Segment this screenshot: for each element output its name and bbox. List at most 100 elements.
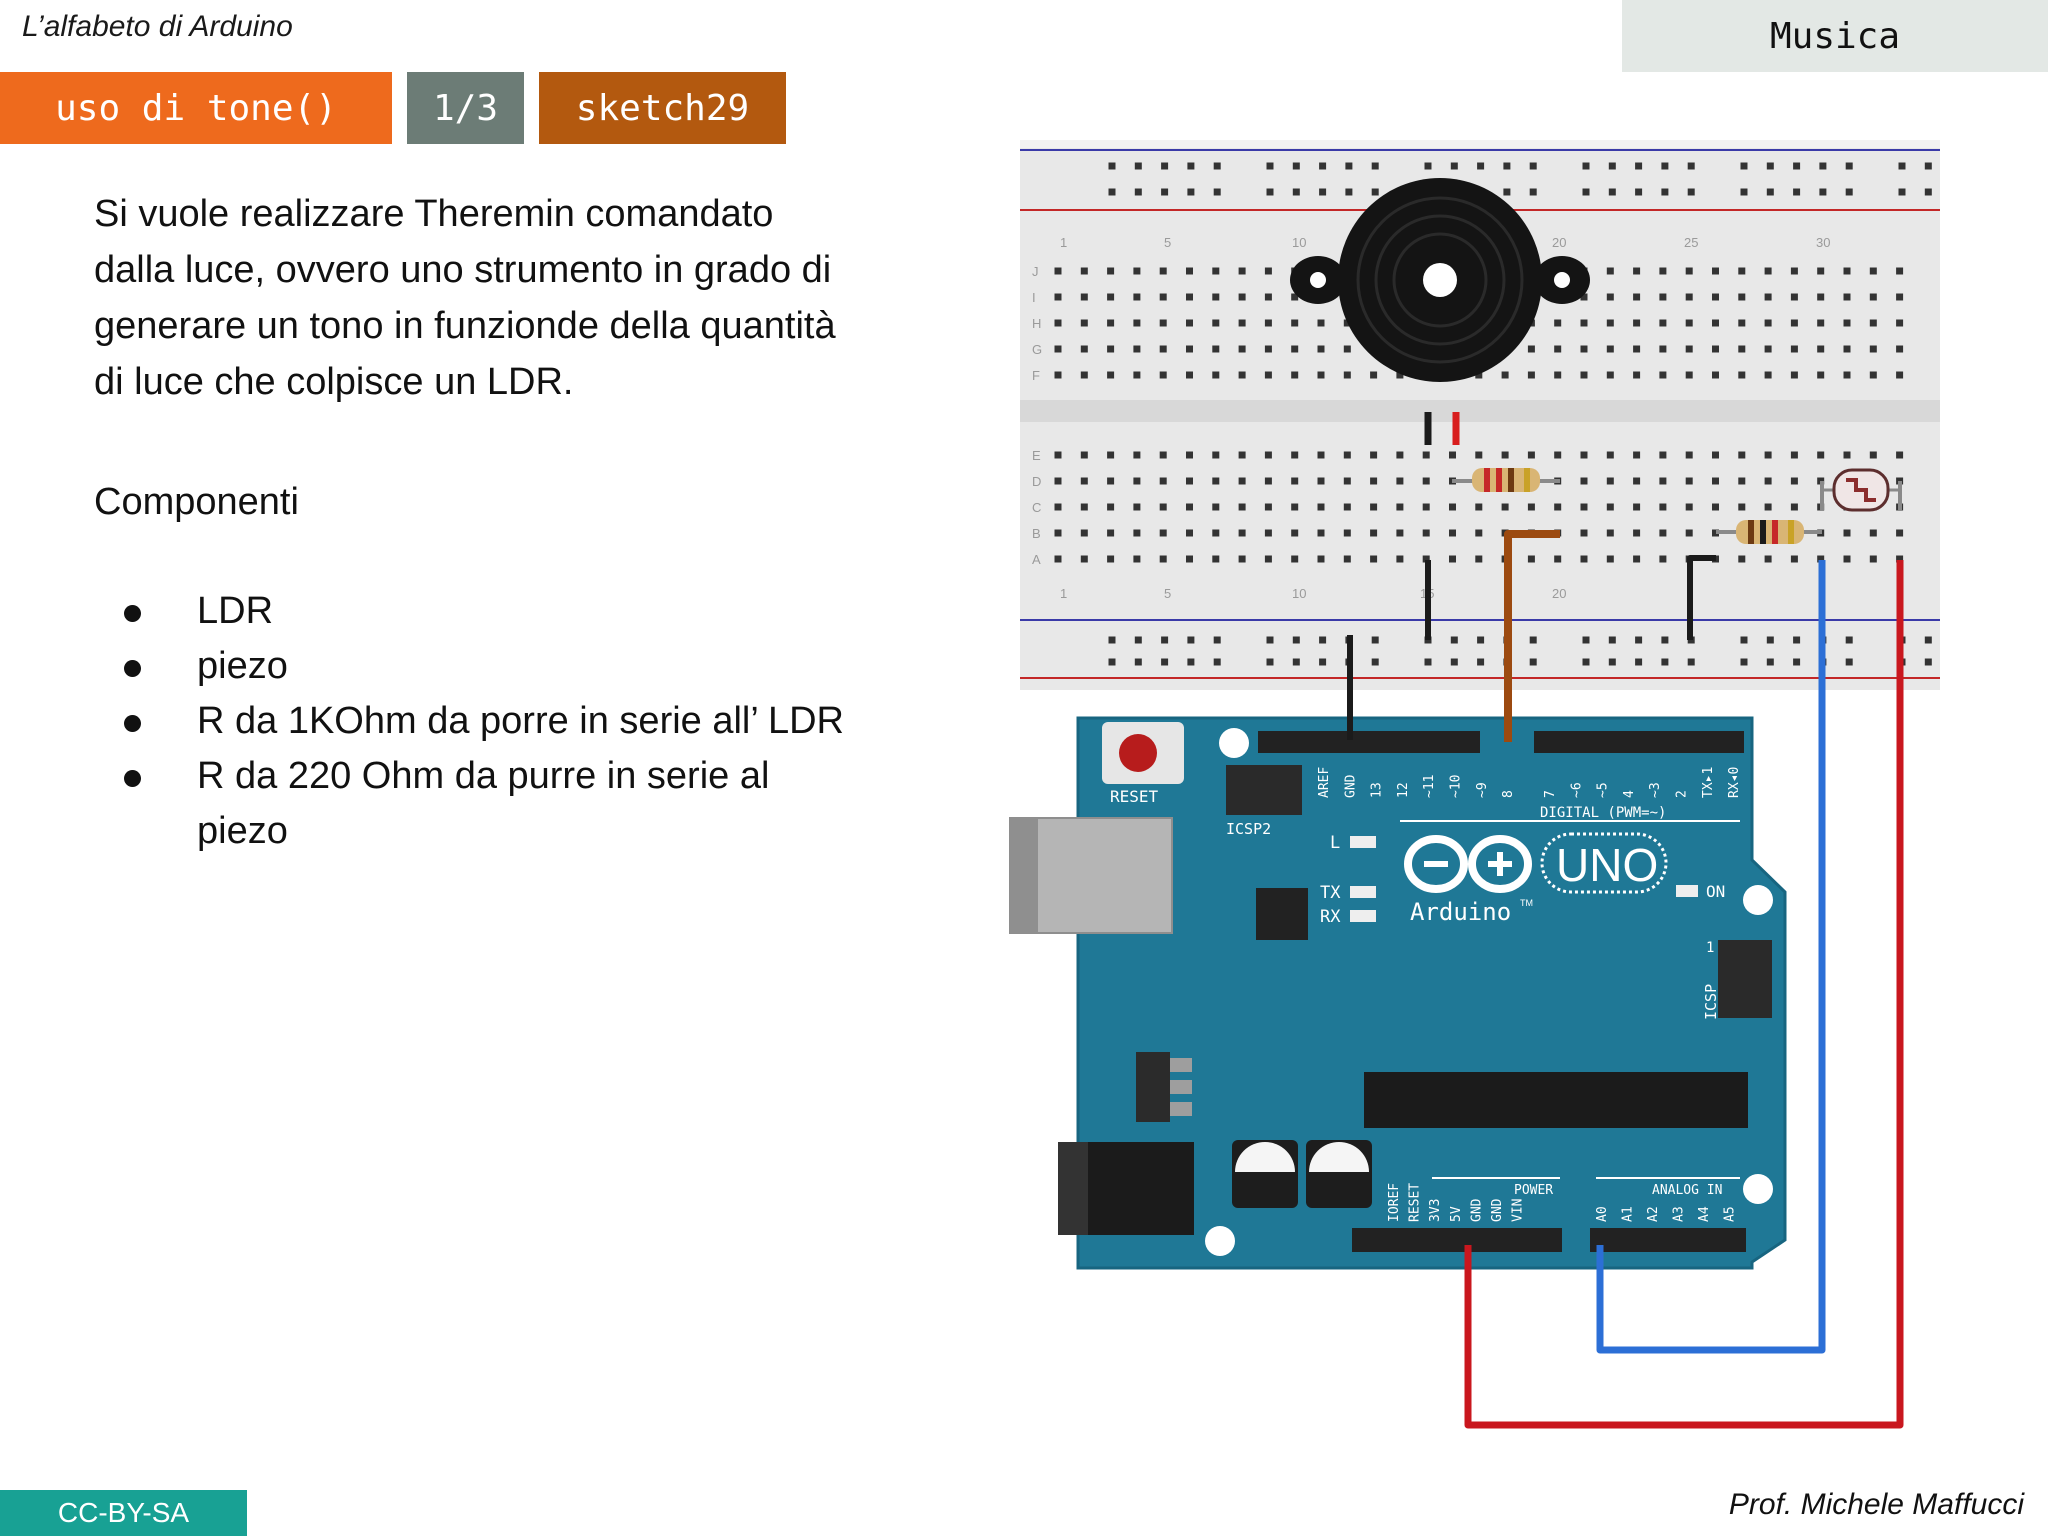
power-pin-label: VIN (1511, 1199, 1526, 1222)
digital-pin-label: ~6 (1569, 782, 1584, 798)
bullet-icon (124, 715, 141, 732)
row-label-f: F (1032, 368, 1040, 383)
digital-pin-label: 8 (1501, 790, 1516, 798)
row-label-g: G (1032, 342, 1042, 357)
mounting-hole (1743, 885, 1773, 915)
resistor-1k (1716, 520, 1822, 544)
mounting-hole (1205, 1226, 1235, 1256)
power-pin-label: IOREF (1387, 1183, 1402, 1222)
digital-pin-label: GND (1343, 774, 1358, 798)
chip-small (1256, 888, 1308, 940)
voltage-regulator (1136, 1052, 1170, 1122)
digital-header-left (1258, 731, 1480, 753)
analog-pin-label: A3 (1672, 1206, 1687, 1222)
col-label: 5 (1164, 235, 1171, 250)
analog-pin-label: A2 (1646, 1206, 1661, 1222)
deck-title: L’alfabeto di Arduino (22, 10, 293, 43)
topic-label: Musica (1622, 0, 2048, 72)
digital-pin-label: 2 (1675, 790, 1690, 798)
power-pin-label: GND (1490, 1198, 1505, 1222)
wire-pin8 (1504, 530, 1560, 742)
mounting-hole (1219, 728, 1249, 758)
trademark-label: TM (1520, 898, 1533, 908)
col-label: 30 (1816, 235, 1830, 250)
arduino-board: RESET ICSP2 (1009, 716, 1787, 1270)
row-label-d: D (1032, 474, 1041, 489)
row-label-j: J (1032, 264, 1039, 279)
digital-pin-label: 4 (1622, 790, 1637, 798)
led-rx (1350, 910, 1376, 922)
digital-header-right (1534, 731, 1744, 753)
power-pin-label: RESET (1408, 1183, 1423, 1222)
bullet-icon (124, 605, 141, 622)
analog-pin-label: A4 (1697, 1206, 1712, 1222)
row-label-a: A (1032, 552, 1041, 567)
power-header (1352, 1228, 1562, 1252)
icsp2-header (1226, 765, 1302, 815)
wire-a0 (1596, 560, 1826, 1354)
brand-label: Arduino (1410, 898, 1511, 926)
slide-content: Si vuole realizzare Theremin comandato d… (94, 186, 854, 859)
icsp-label: ICSP (1702, 984, 1720, 1020)
digital-pin-label: ~9 (1475, 782, 1490, 798)
sketch-tag: sketch29 (539, 72, 786, 144)
model-label: UNO (1556, 839, 1658, 891)
uno-badge (1540, 832, 1668, 894)
digital-pin-label: RX◂0 (1727, 767, 1742, 798)
led-l (1350, 836, 1376, 848)
col-label: 10 (1292, 235, 1306, 250)
digital-label: DIGITAL (PWM=~) (1540, 805, 1666, 821)
col-label: 1 (1060, 586, 1067, 601)
led-l-label: L (1330, 833, 1340, 853)
page-indicator: 1/3 (407, 72, 524, 144)
license-badge: CC-BY-SA (0, 1490, 247, 1536)
col-label: 20 (1552, 586, 1566, 601)
intro-paragraph: Si vuole realizzare Theremin comandato d… (94, 193, 836, 403)
lesson-tag: uso di tone() (0, 72, 392, 144)
components-list: LDR piezo R da 1KOhm da porre in serie a… (94, 584, 854, 859)
row-label-h: H (1032, 316, 1041, 331)
component-label: R da 1KOhm da porre in serie all’ LDR (197, 700, 844, 742)
wire-5v (1464, 560, 1904, 1429)
icsp-header (1718, 940, 1772, 1018)
power-label: POWER (1514, 1183, 1553, 1198)
power-pin-label: 5V (1449, 1206, 1464, 1222)
icsp-pin1-label: 1 (1706, 940, 1714, 956)
analog-pin-label: A1 (1621, 1206, 1636, 1222)
digital-pin-label: 13 (1370, 782, 1385, 798)
component-item: LDR (94, 584, 854, 639)
row-label-b: B (1032, 526, 1041, 541)
icsp2-label: ICSP2 (1226, 820, 1271, 838)
wires (1347, 530, 1904, 1429)
circuit-diagram: J I H G F E D C B A 1 5 10 15 20 25 30 1… (1009, 140, 1940, 1429)
digital-pin-label: ~3 (1648, 782, 1663, 798)
digital-pin-label: 7 (1543, 790, 1558, 798)
analog-in-label: ANALOG IN (1652, 1183, 1722, 1198)
on-label: ON (1706, 882, 1725, 901)
component-item: R da 220 Ohm da purre in serie al piezo (94, 749, 854, 859)
resistor-220 (1452, 468, 1560, 492)
ldr-sensor (1820, 468, 1902, 512)
component-item: R da 1KOhm da porre in serie all’ LDR (94, 694, 854, 749)
arduino-logo (1404, 835, 1532, 893)
component-label: LDR (197, 590, 274, 632)
row-label-c: C (1032, 500, 1041, 515)
digital-pin-label: 12 (1396, 782, 1411, 798)
analog-header (1590, 1228, 1746, 1252)
rx-label: RX (1320, 907, 1341, 927)
digital-pin-label: ~5 (1596, 782, 1611, 798)
component-item: piezo (94, 639, 854, 694)
col-label: 20 (1552, 235, 1566, 250)
analog-pin-label: A5 (1723, 1206, 1738, 1222)
led-tx (1350, 886, 1376, 898)
digital-pin-label: AREF (1317, 767, 1332, 798)
piezo-buzzer (1290, 178, 1590, 445)
microcontroller (1364, 1072, 1748, 1128)
digital-pin-label: ~11 (1422, 775, 1437, 798)
mounting-hole (1743, 1174, 1773, 1204)
capacitor (1232, 1140, 1298, 1208)
col-label: 10 (1292, 586, 1306, 601)
capacitor (1306, 1140, 1372, 1208)
col-label: 25 (1684, 235, 1698, 250)
